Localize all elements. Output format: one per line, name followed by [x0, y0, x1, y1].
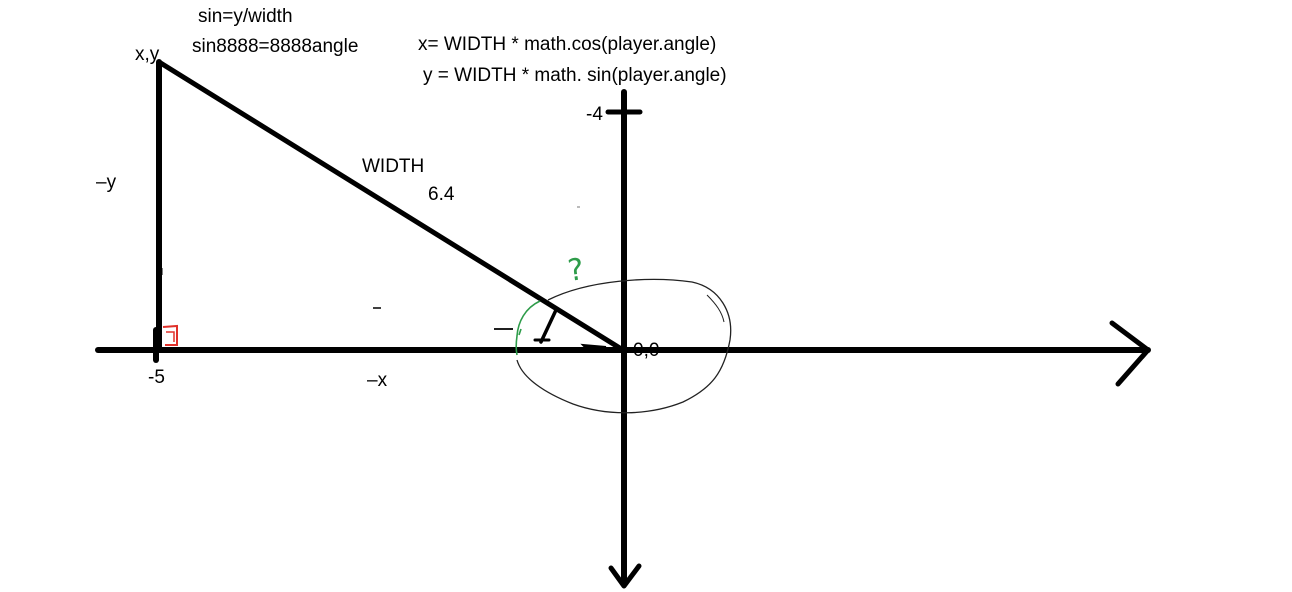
hypotenuse-value-label: 6.4 — [428, 184, 455, 205]
sin-angle-text: sin8888=8888angle — [192, 36, 359, 57]
angle-arrow — [580, 343, 607, 352]
y-formula-text: y = WIDTH * math. sin(player.angle) — [423, 65, 727, 86]
angle-marker-line — [539, 308, 558, 344]
angle-arc-tick — [518, 328, 522, 336]
sketch-loop-tail — [706, 294, 725, 323]
sin-formula-text: sin=y/width — [198, 6, 293, 27]
hypotenuse-line — [156, 59, 626, 353]
origin-label: 0,0 — [633, 340, 660, 361]
y-tick-label: -4 — [586, 104, 603, 125]
neg-y-label: –y — [96, 172, 117, 193]
angle-arc — [515, 300, 541, 356]
x-axis-arrowhead — [1109, 320, 1151, 387]
right-angle-mark-inner — [166, 331, 175, 342]
x-tick-label: -5 — [148, 367, 165, 388]
hypotenuse-name-label: WIDTH — [362, 156, 425, 177]
sketch-loop — [516, 278, 732, 414]
neg-x-label: –x — [367, 370, 388, 391]
point-xy-label: x,y — [135, 44, 160, 65]
y-axis-arrowhead — [608, 563, 642, 589]
right-angle-mark — [162, 324, 178, 346]
x-formula-text: x= WIDTH * math.cos(player.angle) — [418, 34, 717, 55]
